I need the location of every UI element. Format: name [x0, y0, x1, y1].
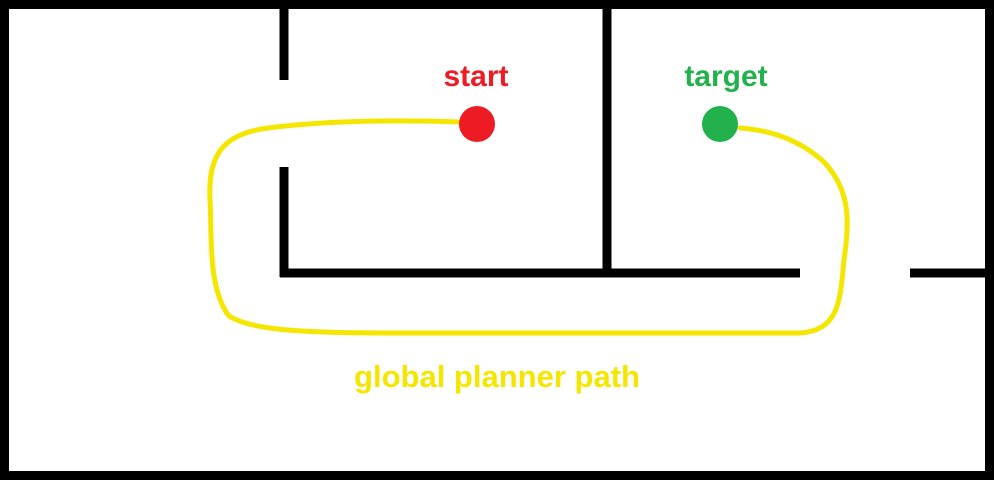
- interior-walls: [279, 4, 990, 278]
- start-marker: [459, 106, 495, 142]
- target-label: target: [684, 60, 767, 93]
- path-label: global planner path: [354, 359, 640, 394]
- start-label: start: [443, 60, 508, 93]
- target-marker: [702, 106, 738, 142]
- global-planner-path: [207, 118, 850, 336]
